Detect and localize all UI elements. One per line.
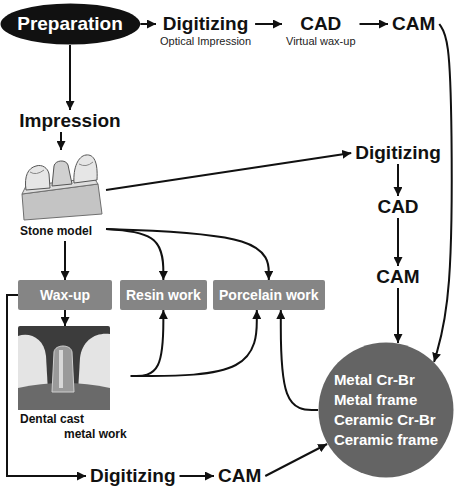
node-label: Impression <box>19 110 120 132</box>
step-label: Impression <box>15 110 124 132</box>
node-label: CAM <box>376 266 419 288</box>
process-box: Porcelain work <box>213 280 325 310</box>
node-label: CAD <box>377 196 418 218</box>
step-label: CAD <box>373 196 422 218</box>
node-label: Porcelain work <box>219 287 319 303</box>
flow-arrow <box>106 229 269 280</box>
flow-arrow <box>434 24 452 362</box>
process-box: Resin work <box>120 280 207 310</box>
metal-coping <box>52 346 74 392</box>
flow-arrow <box>106 153 351 190</box>
circle-outline <box>319 343 454 478</box>
tooth-cusp <box>79 162 93 166</box>
picture-node: Dental castmetal work <box>16 326 131 444</box>
flow-arrow <box>140 23 156 25</box>
node-label: Wax-up <box>40 287 90 303</box>
side-tooth <box>74 155 97 183</box>
flow-arrow <box>60 132 62 150</box>
node-label: CAM <box>218 465 261 487</box>
node-label: Virtual wax-up <box>286 35 356 48</box>
node-label: Stone model <box>20 224 92 239</box>
flow-arrow <box>179 475 214 477</box>
photo-ground <box>18 326 110 410</box>
node-label: CAM <box>392 13 435 35</box>
step-label: CAM <box>388 13 439 35</box>
flow-arrow <box>397 218 399 266</box>
flow-arrow <box>106 229 163 280</box>
metal-highlight <box>59 350 63 388</box>
step-label: CAM <box>214 465 265 487</box>
result-circle: Metal Cr-BrMetal frameCeramic Cr-BrCeram… <box>318 342 454 478</box>
process-box: Wax-up <box>18 280 112 310</box>
flow-arrow <box>131 310 164 376</box>
flow-arrow <box>265 444 327 476</box>
prepared-tooth <box>52 161 72 186</box>
flow-arrow <box>64 241 66 280</box>
flow-arrow <box>7 295 86 476</box>
ellipse-outline <box>0 4 140 45</box>
flow-arrow <box>281 310 318 410</box>
node-label: Dental cast <box>20 412 84 427</box>
flow-arrow <box>397 164 399 196</box>
flow-arrow <box>360 23 389 25</box>
step-label: DigitizingOptical Impression <box>156 13 255 48</box>
flow-arrow <box>397 288 399 343</box>
node-label: Metal Cr-Br <box>334 370 415 390</box>
node-label: Resin work <box>126 287 201 303</box>
flow-arrow <box>255 23 282 25</box>
step-label: CAM <box>372 266 423 288</box>
molar-tooth <box>25 165 50 190</box>
step-label: CADVirtual wax-up <box>282 13 360 48</box>
start-ellipse: Preparation <box>0 3 140 45</box>
circle-outline-svg <box>318 342 454 478</box>
step-label: Digitizing <box>351 142 444 164</box>
node-label: Digitizing <box>90 465 175 487</box>
node-label: Preparation <box>17 13 123 35</box>
node-label: metal work <box>20 427 127 442</box>
tooth-cusp <box>30 170 44 174</box>
node-label: CAD <box>300 13 341 35</box>
node-label: Digitizing <box>163 13 248 35</box>
picture-node: Stone model <box>16 150 106 241</box>
node-label: Ceramic Cr-Br <box>334 410 436 430</box>
flow-arrow <box>69 45 71 110</box>
dental-cast-picture <box>18 326 110 410</box>
flow-arrow <box>64 310 66 326</box>
node-label: Ceramic frame <box>334 430 438 450</box>
flow-arrow <box>131 310 257 376</box>
node-label: Optical Impression <box>160 35 251 48</box>
node-label: Digitizing <box>355 142 440 164</box>
step-label: Digitizing <box>86 465 179 487</box>
node-label: Metal frame <box>334 390 417 410</box>
stone-model-picture <box>22 155 102 220</box>
